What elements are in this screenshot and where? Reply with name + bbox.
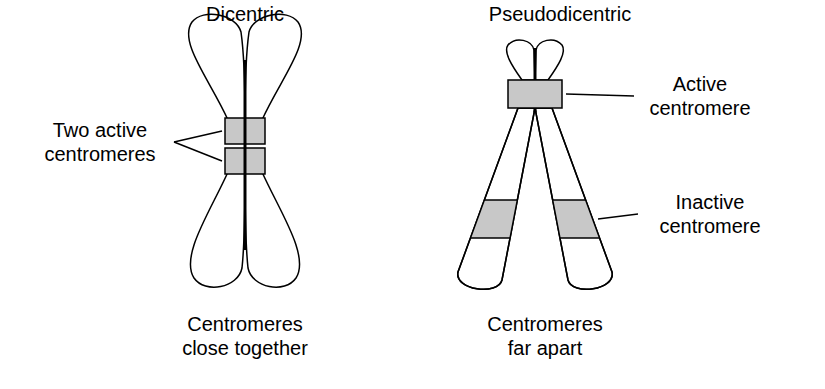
pseudodicentric-chromosome	[440, 40, 630, 289]
chromosome-title: Dicentric	[165, 2, 325, 26]
callout-label: Active centromere	[640, 72, 760, 120]
caption-label: Centromeres far apart	[480, 312, 610, 360]
chromosome-title: Pseudodicentric	[460, 2, 660, 26]
callout-label: Two active centromeres	[30, 118, 170, 166]
dicentric-chromosome	[189, 14, 302, 287]
callout-label: Inactive centromere	[645, 190, 775, 238]
inactive-centromere	[440, 200, 540, 238]
inactive-centromere	[530, 200, 630, 238]
caption-label: Centromeres close together	[172, 312, 318, 360]
active-centromere	[508, 80, 562, 108]
